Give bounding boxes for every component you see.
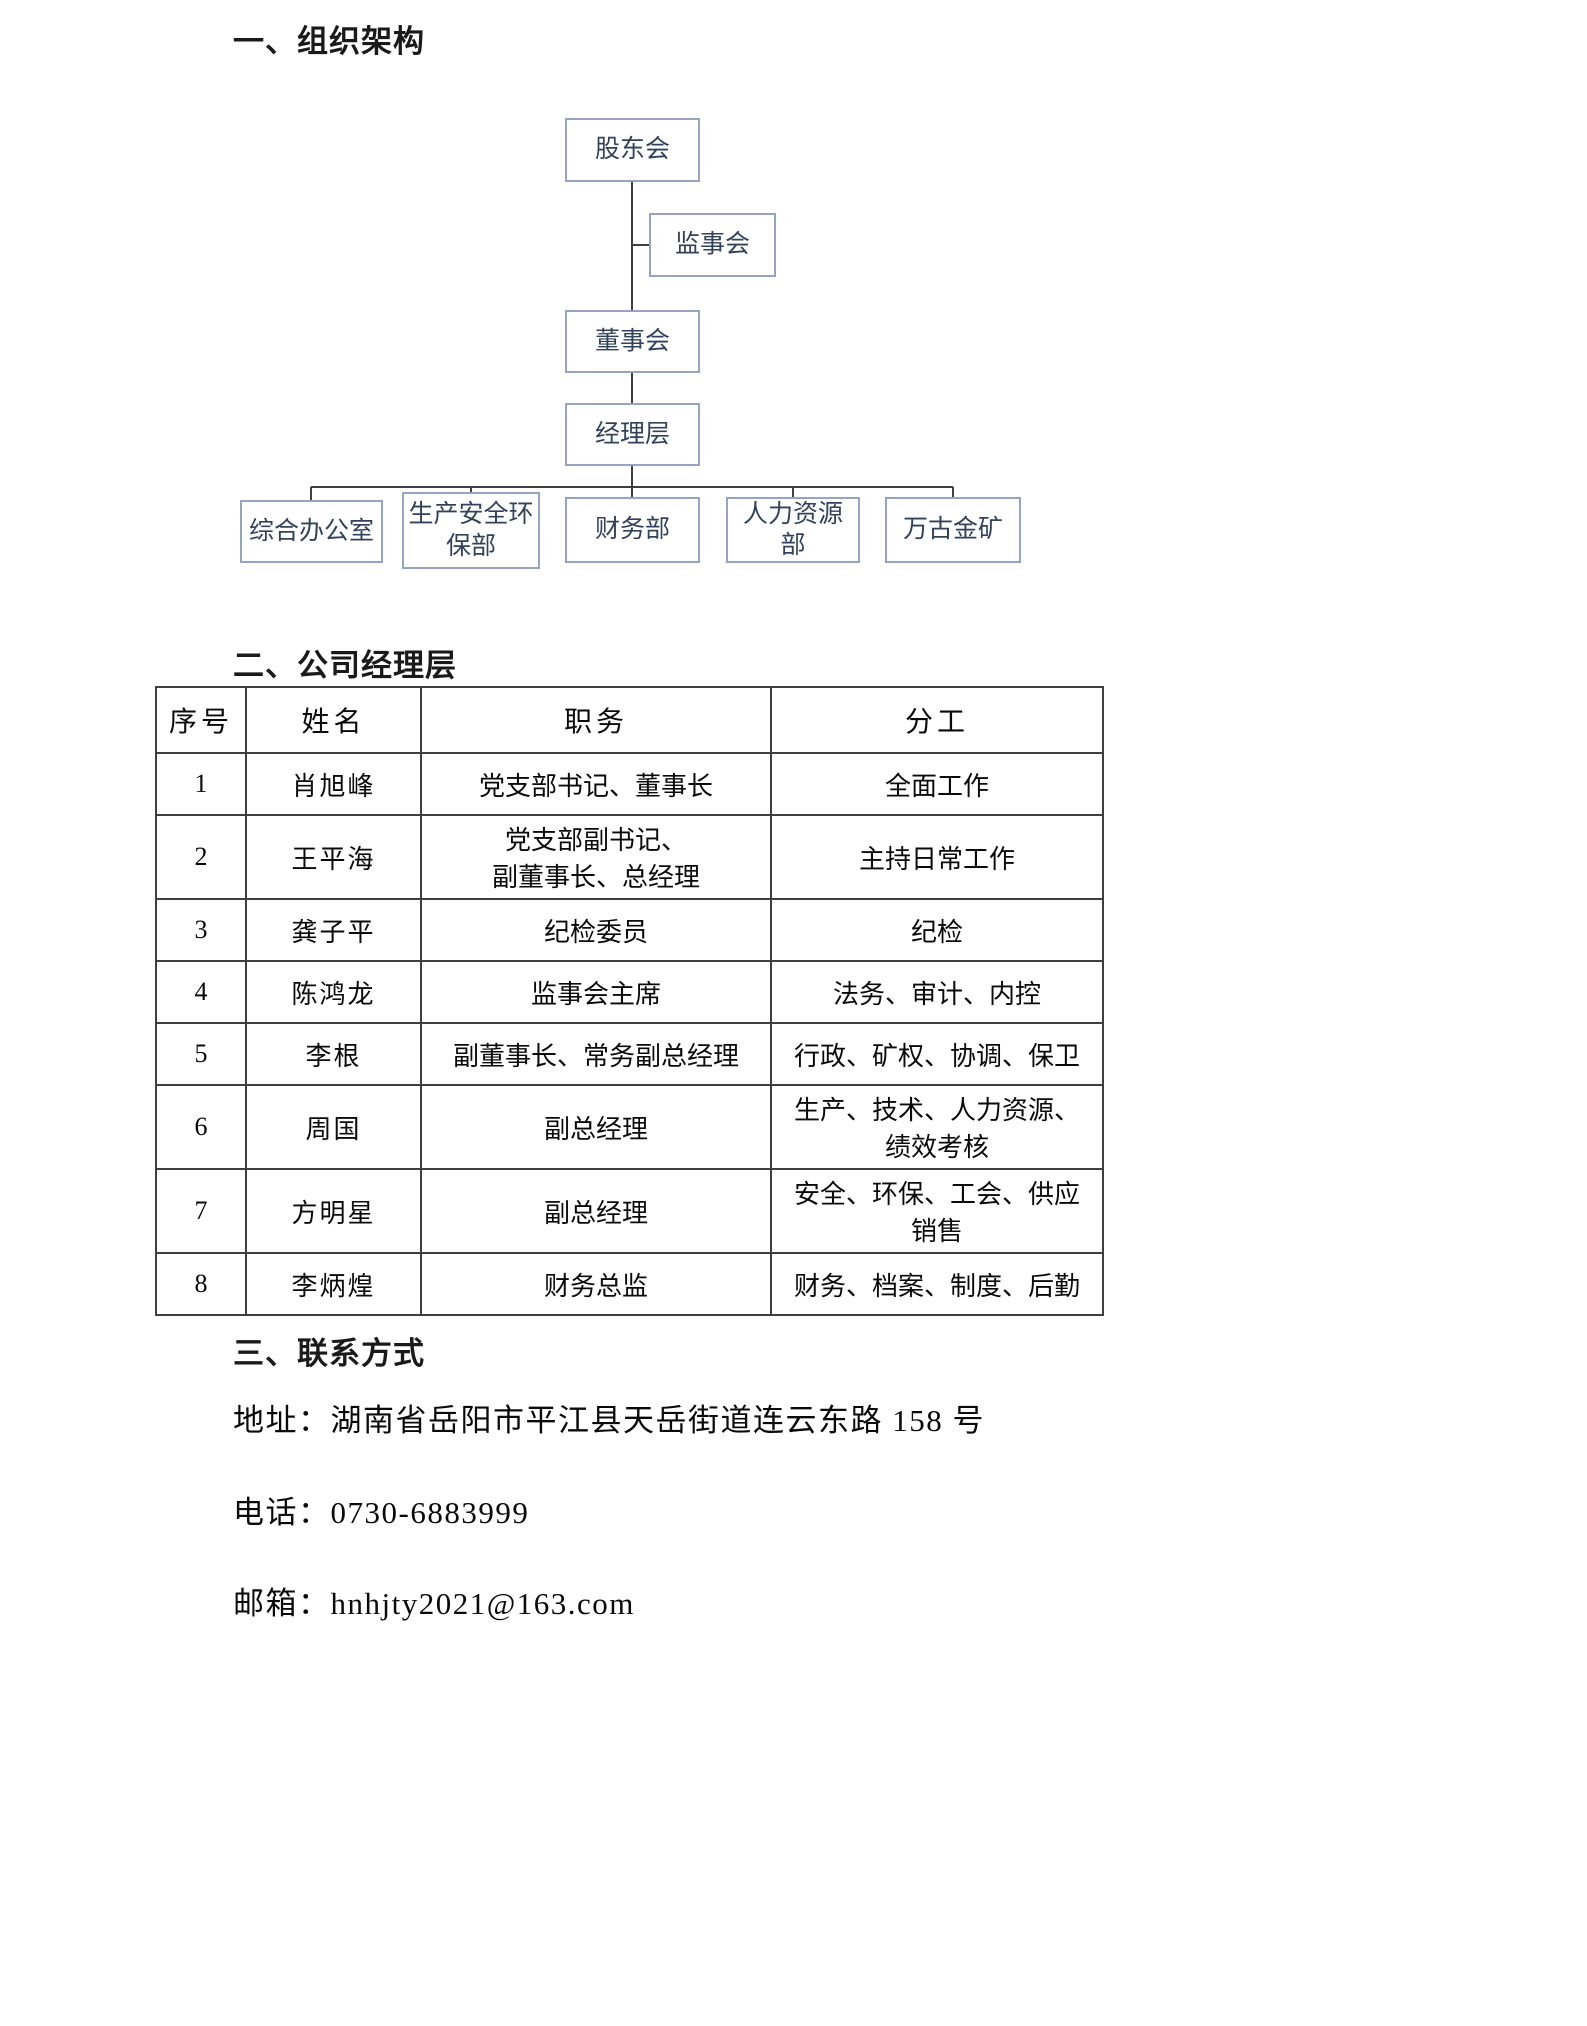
cell-no: 5	[155, 1022, 247, 1086]
cell-duty: 全面工作	[770, 752, 1104, 816]
org-node-supervisory-board: 监事会	[649, 213, 776, 277]
cell-name: 方明星	[245, 1168, 422, 1254]
contact-phone-line: 电话：0730-6883999	[233, 1495, 530, 1530]
cell-no: 6	[155, 1084, 247, 1170]
org-node-board-of-directors: 董事会	[565, 310, 700, 373]
cell-no: 3	[155, 898, 247, 962]
table-row: 4 陈鸿龙 监事会主席 法务、审计、内控	[155, 960, 1104, 1024]
cell-title: 财务总监	[420, 1252, 772, 1316]
cell-title: 副总经理	[420, 1084, 772, 1170]
section-heading-contact-info: 三、联系方式	[233, 1336, 425, 1371]
column-header-name: 姓名	[245, 686, 422, 754]
org-node-general-office: 综合办公室	[240, 500, 383, 563]
column-header-title: 职务	[420, 686, 772, 754]
cell-title: 监事会主席	[420, 960, 772, 1024]
cell-duty: 主持日常工作	[770, 814, 1104, 900]
contact-email-line: 邮箱：hnhjty2021@163.com	[233, 1586, 635, 1621]
org-chart: 股东会 监事会 董事会 经理层 综合办公室 生产安全环保部 财务部 人力资源部 …	[0, 0, 1587, 600]
cell-duty: 生产、技术、人力资源、 绩效考核	[770, 1084, 1104, 1170]
cell-name: 周国	[245, 1084, 422, 1170]
cell-title: 副董事长、常务副总经理	[420, 1022, 772, 1086]
org-node-production-safety-environment-dept: 生产安全环保部	[402, 492, 540, 569]
org-node-management-layer: 经理层	[565, 403, 700, 466]
org-node-shareholders-meeting: 股东会	[565, 118, 700, 182]
cell-duty: 纪检	[770, 898, 1104, 962]
table-row: 1 肖旭峰 党支部书记、董事长 全面工作	[155, 752, 1104, 816]
column-header-duty: 分工	[770, 686, 1104, 754]
cell-name: 李炳煌	[245, 1252, 422, 1316]
cell-duty: 法务、审计、内控	[770, 960, 1104, 1024]
cell-duty: 安全、环保、工会、供应 销售	[770, 1168, 1104, 1254]
cell-duty: 财务、档案、制度、后勤	[770, 1252, 1104, 1316]
cell-no: 7	[155, 1168, 247, 1254]
table-row: 7 方明星 副总经理 安全、环保、工会、供应 销售	[155, 1168, 1104, 1254]
cell-no: 8	[155, 1252, 247, 1316]
cell-no: 2	[155, 814, 247, 900]
contact-address-line: 地址：湖南省岳阳市平江县天岳街道连云东路 158 号	[233, 1403, 985, 1438]
cell-name: 肖旭峰	[245, 752, 422, 816]
section-heading-company-management: 二、公司经理层	[233, 648, 457, 683]
table-row: 3 龚子平 纪检委员 纪检	[155, 898, 1104, 962]
table-row: 2 王平海 党支部副书记、 副董事长、总经理 主持日常工作	[155, 814, 1104, 900]
org-node-wangu-gold-mine: 万古金矿	[885, 497, 1021, 563]
cell-title: 纪检委员	[420, 898, 772, 962]
org-node-finance-dept: 财务部	[565, 497, 700, 563]
section-heading-org-structure: 一、组织架构	[233, 24, 425, 59]
management-table: 序号 姓名 职务 分工 1 肖旭峰 党支部书记、董事长 全面工作 2 王平海 党…	[155, 686, 1104, 1316]
table-row: 6 周国 副总经理 生产、技术、人力资源、 绩效考核	[155, 1084, 1104, 1170]
column-header-no: 序号	[155, 686, 247, 754]
cell-name: 王平海	[245, 814, 422, 900]
table-row: 5 李根 副董事长、常务副总经理 行政、矿权、协调、保卫	[155, 1022, 1104, 1086]
table-row: 8 李炳煌 财务总监 财务、档案、制度、后勤	[155, 1252, 1104, 1316]
cell-duty: 行政、矿权、协调、保卫	[770, 1022, 1104, 1086]
cell-name: 李根	[245, 1022, 422, 1086]
cell-no: 1	[155, 752, 247, 816]
cell-title: 党支部副书记、 副董事长、总经理	[420, 814, 772, 900]
cell-no: 4	[155, 960, 247, 1024]
org-node-human-resources-dept: 人力资源部	[726, 497, 860, 563]
table-header-row: 序号 姓名 职务 分工	[155, 686, 1104, 754]
cell-title: 党支部书记、董事长	[420, 752, 772, 816]
cell-name: 龚子平	[245, 898, 422, 962]
cell-name: 陈鸿龙	[245, 960, 422, 1024]
cell-title: 副总经理	[420, 1168, 772, 1254]
